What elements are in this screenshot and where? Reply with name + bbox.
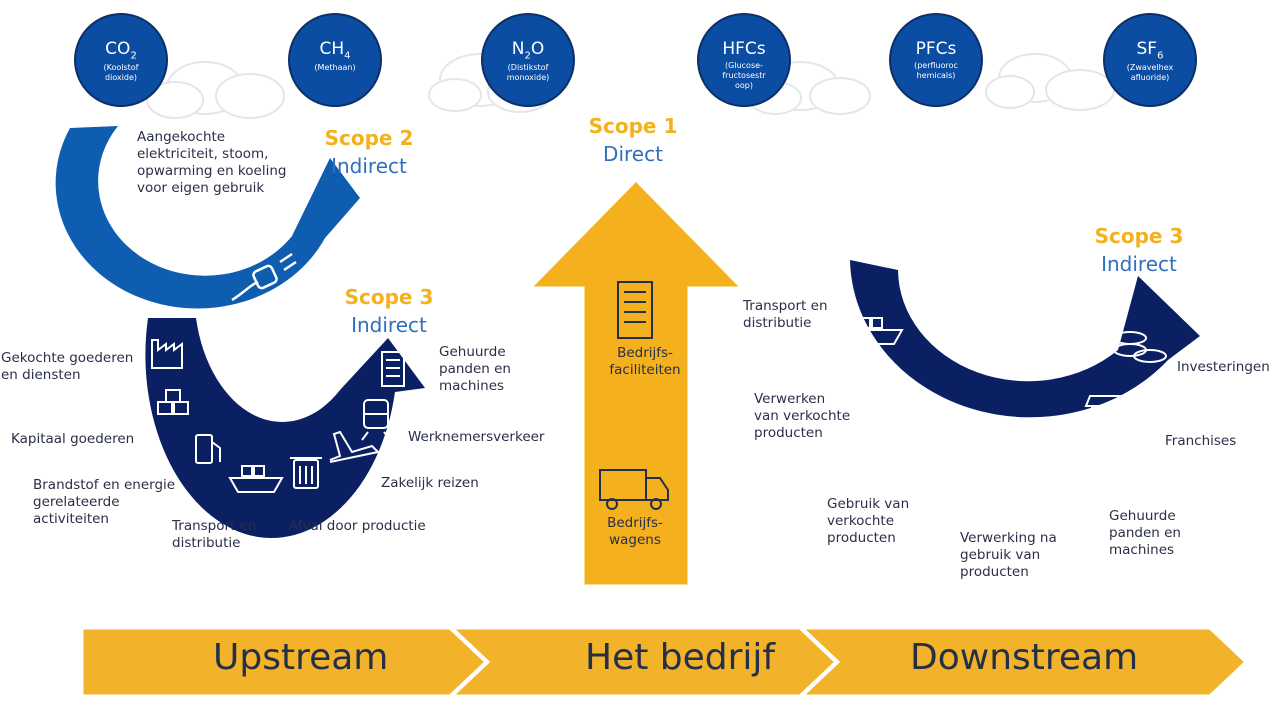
fuel-pump-icon (195, 434, 221, 464)
capital-goods-label: Kapitaal goederen (11, 431, 135, 447)
gas-formula-suffix: O (530, 39, 545, 59)
lightbulb-icon (925, 425, 951, 457)
purchased-goods-label: Gekochte goederen en diensten (1, 350, 134, 383)
scope3-downstream-heading: Scope 3 Indirect (1084, 222, 1194, 278)
building-icon (381, 351, 405, 387)
scope1-title: Scope 1 (588, 114, 678, 138)
gas-formula: N (511, 39, 525, 59)
gas-name: (Koolstof dioxide) (103, 63, 139, 83)
gas-formula: CH (319, 39, 345, 59)
franchises-label: Franchises (1165, 433, 1237, 449)
gas-circle-pfcs: PFCs (perfluoroc hemicals) (889, 13, 983, 107)
downstream-leased-assets-label: Gehuurde panden en machines (1109, 508, 1181, 558)
upstream-leased-assets-label: Gehuurde panden en machines (439, 344, 511, 394)
gas-formula: SF (1136, 39, 1158, 59)
upstream-label: Upstream (213, 637, 389, 678)
gas-formula: PFCs (915, 39, 957, 59)
value-chain-band (80, 626, 1249, 698)
investments-label: Investeringen (1177, 359, 1270, 375)
gas-circle-ch4: CH4 (Methaan) (288, 13, 382, 107)
scope2-purchased-energy-label: Aangekochte elektriciteit, stoom, opwarm… (137, 129, 287, 196)
train-icon (361, 399, 391, 441)
scope3-upstream-arrow (145, 318, 425, 538)
scope3-downstream-arrow (850, 260, 1200, 418)
cloud-icon (985, 53, 1115, 111)
commuting-label: Werknemersverkeer (408, 429, 545, 445)
waste-label: Afval door productie (289, 518, 426, 534)
cloud-icon (146, 61, 285, 119)
gas-subscript: 6 (1157, 50, 1164, 62)
gas-circle-co2: CO2 (Koolstof dioxide) (74, 13, 168, 107)
scope3-downstream-type: Indirect (1101, 252, 1177, 276)
scope3-upstream-heading: Scope 3 Indirect (334, 283, 444, 339)
scope1-arrow (526, 177, 746, 588)
boxes-icon (157, 389, 189, 415)
gas-circle-sf6: SF6 (Zwavelhex afluoride) (1103, 13, 1197, 107)
gas-subscript: 4 (344, 50, 351, 62)
office-building-icon (617, 281, 653, 339)
trash-icon (290, 457, 322, 489)
gas-name: (Zwavelhex afluoride) (1126, 63, 1174, 83)
ship-icon (228, 465, 284, 493)
scope1-type: Direct (603, 142, 663, 166)
plug-icon (231, 252, 297, 302)
airplane-icon (329, 430, 381, 463)
factory-icon (151, 339, 183, 369)
scope2-arrow (55, 126, 361, 309)
gas-name: (Glucose-fructosestr oop) (722, 61, 766, 90)
business-travel-label: Zakelijk reizen (381, 475, 479, 491)
scope2-type: Indirect (331, 154, 407, 178)
scope3-downstream-title: Scope 3 (1094, 224, 1184, 248)
scope3-upstream-type: Indirect (351, 313, 427, 337)
fuel-energy-label: Brandstof en energie gerelateerde activi… (33, 477, 176, 527)
downstream-label: Downstream (910, 637, 1139, 678)
company-vehicles-label: Bedrijfs- wagens (607, 515, 663, 548)
end-of-life-label: Verwerking na gebruik van producten (960, 530, 1057, 580)
gas-subscript: 2 (524, 50, 531, 62)
factory-icon (871, 381, 909, 413)
scope3-upstream-title: Scope 3 (344, 285, 434, 309)
shop-icon (1084, 395, 1136, 429)
scope2-title: Scope 2 (324, 126, 414, 150)
scope1-heading: Scope 1 Direct (578, 112, 688, 168)
gas-name: (perfluoroc hemicals) (914, 61, 958, 80)
company-facilities-label: Bedrijfs- faciliteiten (609, 345, 681, 378)
recycle-icon (978, 449, 1010, 479)
building-icon (1049, 429, 1075, 473)
gas-formula: CO (105, 39, 131, 59)
gas-name: (Distikstof monoxide) (506, 63, 550, 83)
upstream-transport-label: Transport en distributie (172, 518, 257, 551)
gas-formula: HFCs (722, 39, 766, 59)
gas-subscript: 2 (130, 50, 137, 62)
gas-name: (Methaan) (314, 63, 356, 73)
truck-icon (599, 469, 669, 510)
gas-circle-n2o: N2O (Distikstof monoxide) (481, 13, 575, 107)
coins-icon (1113, 331, 1167, 363)
gas-circle-hfcs: HFCs (Glucose-fructosestr oop) (697, 13, 791, 107)
scope2-heading: Scope 2 Indirect (314, 124, 424, 180)
downstream-segment (798, 626, 1249, 698)
use-sold-products-label: Gebruik van verkochte producten (827, 496, 910, 546)
downstream-transport-label: Transport en distributie (743, 298, 828, 331)
ship-icon (846, 317, 904, 345)
company-label: Het bedrijf (585, 637, 776, 678)
processing-sold-products-label: Verwerken van verkochte producten (754, 391, 851, 441)
